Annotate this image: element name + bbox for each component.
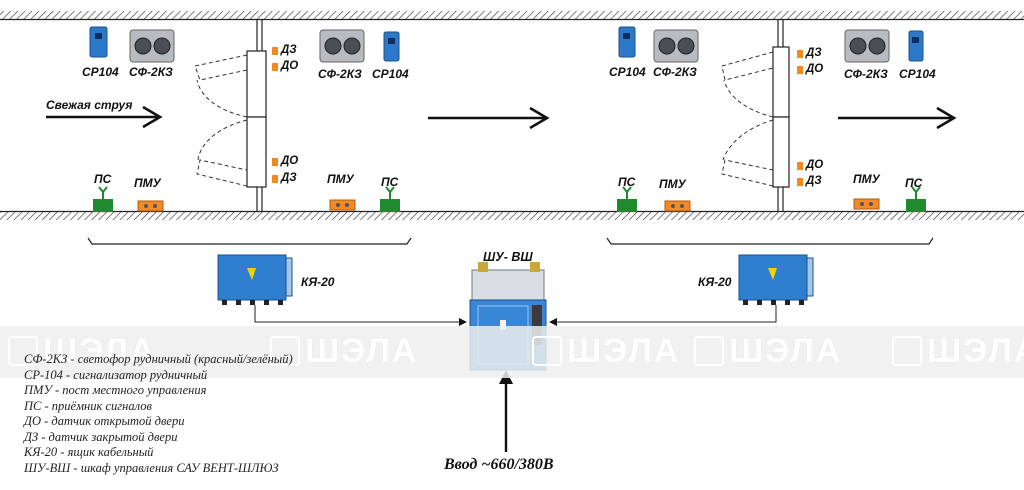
legend-item: ШУ-ВШ - шкаф управления САУ ВЕНТ-ШЛЮЗ bbox=[24, 460, 279, 475]
cp104-label: СР104 bbox=[899, 67, 936, 81]
cp104-label: СР104 bbox=[372, 67, 409, 81]
ps-label: ПС bbox=[905, 176, 923, 190]
pmu-label: ПМУ bbox=[659, 177, 686, 191]
cf2kz-label: СФ-2КЗ bbox=[844, 67, 888, 81]
dz-sensor-label: ДЗ bbox=[806, 175, 822, 187]
cp104-label: СР104 bbox=[82, 65, 119, 79]
cp104-label: СР104 bbox=[609, 65, 646, 79]
do-sensor-label: ДО bbox=[806, 159, 824, 171]
do-sensor-label: ДО bbox=[281, 155, 299, 167]
kya20-box-right bbox=[738, 254, 814, 305]
ps-label: ПС bbox=[94, 172, 112, 186]
watermark-logo bbox=[892, 336, 922, 366]
watermark-logo bbox=[270, 336, 300, 366]
shu-vsh-label: ШУ- ВШ bbox=[483, 250, 533, 264]
door-frame-left bbox=[246, 20, 267, 212]
watermark-text: ШЭЛА bbox=[927, 332, 1024, 370]
door-leaves-right bbox=[721, 51, 774, 187]
tunnel-top-wall bbox=[0, 11, 1024, 21]
ps-receivers bbox=[93, 186, 926, 212]
legend-item: СФ-2КЗ - светофор рудничный (красный/зел… bbox=[24, 352, 293, 366]
pmu-label: ПМУ bbox=[853, 172, 880, 186]
group-brackets bbox=[87, 237, 934, 245]
cable-connections bbox=[254, 305, 777, 326]
kya20-box-left bbox=[217, 254, 293, 305]
legend-item: СР-104 - сигнализатор рудничный bbox=[24, 367, 208, 382]
legend-item: ПМУ - пост местного управления bbox=[24, 383, 207, 397]
watermark-text: ШЭЛА bbox=[305, 332, 419, 370]
door-leaves-left bbox=[194, 54, 248, 187]
cf2kz-label: СФ-2КЗ bbox=[653, 65, 697, 79]
kya20-label: КЯ-20 bbox=[698, 275, 732, 289]
watermark-logo bbox=[532, 336, 562, 366]
cf2kz-label: СФ-2КЗ bbox=[129, 65, 173, 79]
airflow-arrows bbox=[46, 105, 957, 130]
watermark-text: ШЭЛА bbox=[43, 332, 157, 370]
pmu-label: ПМУ bbox=[327, 172, 354, 186]
door-sensors bbox=[272, 47, 803, 186]
ps-label: ПС bbox=[618, 175, 636, 189]
legend-item: ДО - датчик открытой двери bbox=[24, 414, 185, 428]
ps-label: ПС bbox=[381, 175, 399, 189]
kya20-label: КЯ-20 bbox=[301, 275, 335, 289]
cf2kz-traffic-light bbox=[129, 29, 890, 63]
legend-item: ПС - приёмник сигналов bbox=[24, 398, 152, 413]
power-input-label: Ввод ~660/380В bbox=[444, 456, 554, 473]
dz-sensor-label: ДЗ bbox=[806, 47, 822, 59]
watermark-logo bbox=[694, 336, 724, 366]
watermark-text: ШЭЛА bbox=[567, 332, 681, 370]
pmu-posts bbox=[137, 198, 880, 212]
cf2kz-label: СФ-2КЗ bbox=[318, 67, 362, 81]
do-sensor-label: ДО bbox=[281, 60, 299, 72]
power-input-arrow bbox=[499, 370, 513, 452]
door-frame-right bbox=[772, 20, 790, 212]
tunnel-bottom-wall bbox=[0, 210, 1024, 220]
dz-sensor-label: ДЗ bbox=[281, 172, 297, 184]
legend-item: ДЗ - датчик закрытой двери bbox=[24, 429, 178, 444]
watermark-logo bbox=[8, 336, 38, 366]
cp104-device bbox=[89, 26, 924, 62]
legend-item: КЯ-20 - ящик кабельный bbox=[24, 445, 154, 459]
watermark-text: ШЭЛА bbox=[729, 332, 843, 370]
watermark-band bbox=[0, 326, 1024, 378]
dz-sensor-label: ДЗ bbox=[281, 44, 297, 56]
legend: СФ-2КЗ - светофор рудничный (красный/зел… bbox=[24, 352, 293, 476]
pmu-label: ПМУ bbox=[134, 176, 161, 190]
do-sensor-label: ДО bbox=[806, 63, 824, 75]
airflow-label: Свежая струя bbox=[46, 98, 133, 112]
